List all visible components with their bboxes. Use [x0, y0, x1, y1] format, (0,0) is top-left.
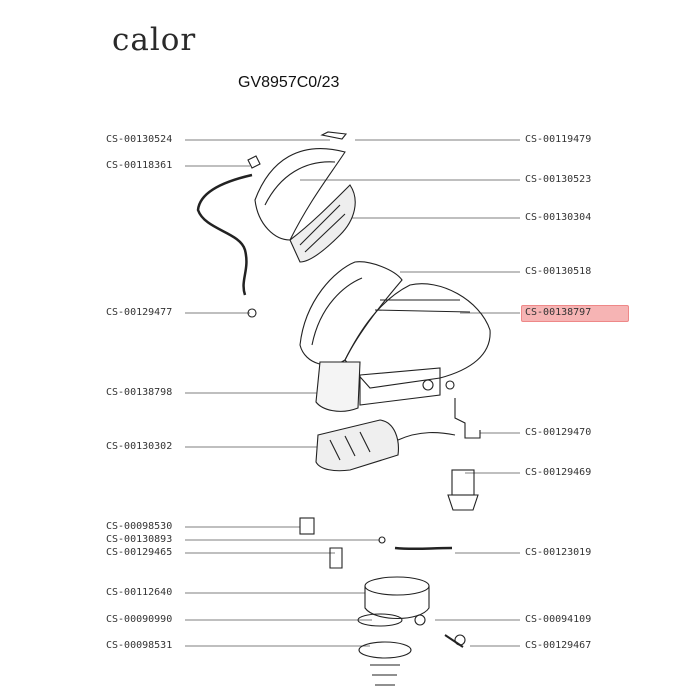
- part-label[interactable]: CS-00130518: [525, 266, 592, 277]
- part-label[interactable]: CS-00129465: [106, 547, 173, 558]
- foot: [454, 634, 466, 646]
- cord-ring: [247, 308, 257, 318]
- iron-parts: [196, 131, 491, 686]
- base-plate-top: [364, 576, 430, 596]
- part-label[interactable]: CS-00138798: [106, 387, 173, 398]
- part-label[interactable]: CS-00129467: [525, 640, 592, 651]
- switch: [299, 517, 315, 535]
- boiler-assembly: [315, 419, 399, 472]
- top-clip: [320, 131, 348, 140]
- front-panel: [315, 361, 361, 412]
- highlighted-part-marker: [521, 305, 629, 322]
- gasket: [357, 613, 403, 627]
- brand-logo: calor: [112, 22, 197, 58]
- part-label[interactable]: CS-00123019: [525, 547, 592, 558]
- part-label[interactable]: CS-00130893: [106, 534, 173, 545]
- part-label[interactable]: CS-00094109: [525, 614, 592, 625]
- hose: [394, 546, 453, 551]
- part-label-highlighted[interactable]: CS-00138797: [525, 307, 592, 318]
- tank-housing: [344, 283, 491, 389]
- leader-lines: [185, 139, 520, 647]
- part-label[interactable]: CS-00118361: [106, 160, 173, 171]
- part-label[interactable]: CS-00129469: [525, 467, 592, 478]
- pump: [451, 469, 475, 496]
- part-label[interactable]: CS-00112640: [106, 587, 173, 598]
- iron-handle: [254, 148, 346, 241]
- part-label[interactable]: CS-00098531: [106, 640, 173, 651]
- model-number: GV8957C0/23: [238, 74, 340, 91]
- part-label[interactable]: CS-00130304: [525, 212, 592, 223]
- connector: [329, 547, 343, 569]
- iron-soleplate: [289, 184, 356, 263]
- base-plate-side: [364, 586, 430, 619]
- side-panel: [359, 367, 441, 406]
- part-label[interactable]: CS-00129470: [525, 427, 592, 438]
- part-label[interactable]: CS-00090990: [106, 614, 173, 625]
- part-label[interactable]: CS-00129477: [106, 307, 173, 318]
- part-label[interactable]: CS-00130524: [106, 134, 173, 145]
- base-foot-plate: [358, 641, 412, 659]
- grommet: [378, 536, 386, 544]
- part-label[interactable]: CS-00098530: [106, 521, 173, 532]
- cord-clip: [247, 155, 261, 169]
- part-label[interactable]: CS-00130302: [106, 441, 173, 452]
- part-label[interactable]: CS-00119479: [525, 134, 592, 145]
- valve: [454, 398, 481, 439]
- part-label[interactable]: CS-00130523: [525, 174, 592, 185]
- power-cord: [196, 173, 253, 296]
